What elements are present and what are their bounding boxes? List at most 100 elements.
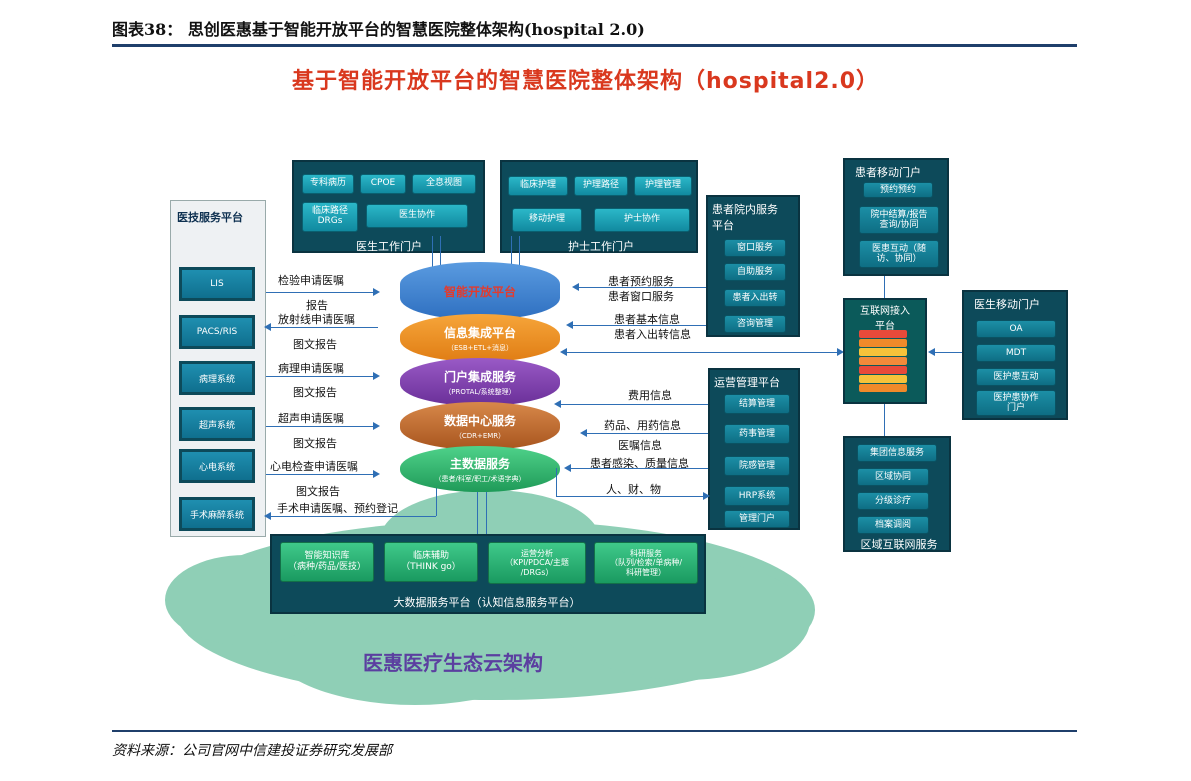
portal-item[interactable]: 护士协作 xyxy=(594,208,690,232)
flow-label: 手术申请医嘱、预约登记 xyxy=(277,502,398,515)
inpatient-title: 患者院内服务 平台 xyxy=(712,203,778,232)
medtech-title: 医技服务平台 xyxy=(177,211,243,224)
flow-label: 图文报告 xyxy=(293,437,337,450)
ops-item[interactable]: 院感管理 xyxy=(724,456,790,476)
core-layer-name: 主数据服务 xyxy=(449,456,510,471)
figure-title: 图表38： 思创医惠基于智能开放平台的智慧医院整体架构(hospital 2.0… xyxy=(112,20,645,39)
doctor-mobile-item[interactable]: OA xyxy=(976,320,1056,338)
patient-mobile-portal: 患者移动门户 预约预约 院中结算/报告 查询/协同 医患互动（随 访、协同） xyxy=(843,158,949,276)
core-layer-sub: （CDR+EMR） xyxy=(454,431,506,440)
internet-access-title: 互联网接入 平台 xyxy=(860,306,910,332)
flow-label: 患者预约服务 xyxy=(608,275,674,288)
arrow xyxy=(884,276,885,298)
doctor-mobile-item[interactable]: MDT xyxy=(976,344,1056,362)
portal-item[interactable]: 临床护理 xyxy=(508,176,568,196)
arrow xyxy=(554,400,708,408)
doctor-mobile-title: 医生移动门户 xyxy=(974,298,1040,311)
portal-item[interactable]: CPOE xyxy=(360,174,406,194)
regional-item[interactable]: 集团信息服务 xyxy=(857,444,937,462)
inpatient-item[interactable]: 自助服务 xyxy=(724,263,786,281)
flow-label: 患者窗口服务 xyxy=(608,290,674,303)
flow-label: 超声申请医嘱 xyxy=(278,412,344,425)
flow-label: 图文报告 xyxy=(293,338,337,351)
portal-item[interactable]: 移动护理 xyxy=(512,208,582,232)
arrow xyxy=(436,484,437,516)
portal-item[interactable]: 护理管理 xyxy=(634,176,692,196)
ops-item[interactable]: 药事管理 xyxy=(724,424,790,444)
regional-item[interactable]: 区域协同 xyxy=(857,468,929,486)
inpatient-item[interactable]: 咨询管理 xyxy=(724,315,786,333)
core-cylinder: 智能开放平台 信息集成平台 （ESB+ETL+消息） 门户集成服务 （PROTA… xyxy=(400,262,560,492)
medtech-item[interactable]: 心电系统 xyxy=(179,449,255,483)
arrow xyxy=(572,283,706,291)
flow-label: 医嘱信息 xyxy=(618,439,662,452)
medtech-item[interactable]: 手术麻醉系统 xyxy=(179,497,255,531)
doctor-mobile-item[interactable]: 医护患互动 xyxy=(976,368,1056,386)
ops-item[interactable]: 管理门户 xyxy=(724,510,790,528)
arrow xyxy=(266,372,380,380)
top-rule xyxy=(112,44,1077,47)
internet-access-platform: 互联网接入 平台 xyxy=(843,298,927,404)
server-stack-icon xyxy=(849,330,919,400)
bigdata-item[interactable]: 科研服务 （队列/检索/单病种/ 科研管理） xyxy=(594,542,698,584)
ops-title: 运营管理平台 xyxy=(714,376,780,389)
portal-item[interactable]: 临床路径 DRGs xyxy=(302,202,358,232)
regional-item[interactable]: 档案调阅 xyxy=(857,516,929,534)
flow-label: 费用信息 xyxy=(628,389,672,402)
medtech-item[interactable]: 超声系统 xyxy=(179,407,255,441)
bigdata-item[interactable]: 运营分析 （KPI/PDCA/主题 /DRGs） xyxy=(488,542,586,584)
ops-item[interactable]: HRP系统 xyxy=(724,486,790,506)
core-layer-name: 智能开放平台 xyxy=(443,284,516,299)
medtech-item[interactable]: PACS/RIS xyxy=(179,315,255,349)
arrow xyxy=(266,470,380,478)
flow-label: 图文报告 xyxy=(293,386,337,399)
arrow xyxy=(477,492,478,534)
ops-item[interactable]: 结算管理 xyxy=(724,394,790,414)
inpatient-item[interactable]: 患者入出转 xyxy=(724,289,786,307)
bigdata-title: 大数据服务平台（认知信息服务平台） xyxy=(393,596,581,609)
portal-item[interactable]: 护理路径 xyxy=(574,176,628,196)
doctor-mobile-item[interactable]: 医护患协作 门户 xyxy=(976,390,1056,416)
core-layer-name: 信息集成平台 xyxy=(443,325,516,340)
regional-services: 集团信息服务 区域协同 分级诊疗 档案调阅 区域互联网服务 xyxy=(843,436,951,552)
medtech-item[interactable]: LIS xyxy=(179,267,255,301)
core-layer-open-platform: 智能开放平台 xyxy=(400,262,560,320)
doctor-portal-title: 医生工作门户 xyxy=(356,240,422,253)
portal-item[interactable]: 全息视图 xyxy=(412,174,476,194)
core-layer-sub: （PROTAL/系统整理） xyxy=(444,387,516,396)
arrow xyxy=(266,422,380,430)
ecosystem-label: 医惠医疗生态云架构 xyxy=(363,651,543,675)
ops-platform: 运营管理平台 结算管理 药事管理 院感管理 HRP系统 管理门户 xyxy=(708,368,800,530)
patient-mobile-item[interactable]: 预约预约 xyxy=(863,182,933,198)
regional-item[interactable]: 分级诊疗 xyxy=(857,492,929,510)
flow-label: 病理申请医嘱 xyxy=(278,362,344,375)
flow-label: 检验申请医嘱 xyxy=(278,274,344,287)
flow-label: 图文报告 xyxy=(296,485,340,498)
core-layer-name: 门户集成服务 xyxy=(443,369,516,384)
arrow xyxy=(560,348,844,356)
inpatient-item[interactable]: 窗口服务 xyxy=(724,239,786,257)
doctor-portal-panel: 专科病历 CPOE 全息视图 临床路径 DRGs 医生协作 医生工作门户 xyxy=(292,160,485,253)
arrow xyxy=(266,288,380,296)
arrow xyxy=(580,429,708,437)
portal-item[interactable]: 专科病历 xyxy=(302,174,354,194)
bigdata-item[interactable]: 智能知识库 （病种/药品/医技） xyxy=(280,542,374,582)
bigdata-platform: 智能知识库 （病种/药品/医技） 临床辅助 （THINK go） 运营分析 （K… xyxy=(270,534,706,614)
arrow xyxy=(264,323,378,331)
core-layer-name: 数据中心服务 xyxy=(443,413,516,428)
arrow xyxy=(264,512,436,520)
flow-label: 心电检查申请医嘱 xyxy=(270,460,358,473)
core-layer-sub: （ESB+ETL+消息） xyxy=(447,343,513,352)
bigdata-item[interactable]: 临床辅助 （THINK go） xyxy=(384,542,478,582)
medtech-item[interactable]: 病理系统 xyxy=(179,361,255,395)
nurse-portal-title: 护士工作门户 xyxy=(568,240,634,253)
portal-item[interactable]: 医生协作 xyxy=(366,204,468,228)
patient-mobile-item[interactable]: 院中结算/报告 查询/协同 xyxy=(859,206,939,234)
core-layer-integration: 信息集成平台 （ESB+ETL+消息） xyxy=(400,314,560,362)
bottom-rule xyxy=(112,730,1077,732)
flow-label: 患者感染、质量信息 xyxy=(590,457,689,470)
arrow xyxy=(440,236,441,278)
flow-label: 人、财、物 xyxy=(606,483,661,496)
inpatient-platform: 患者院内服务 平台 窗口服务 自助服务 患者入出转 咨询管理 xyxy=(706,195,800,337)
patient-mobile-item[interactable]: 医患互动（随 访、协同） xyxy=(859,240,939,268)
